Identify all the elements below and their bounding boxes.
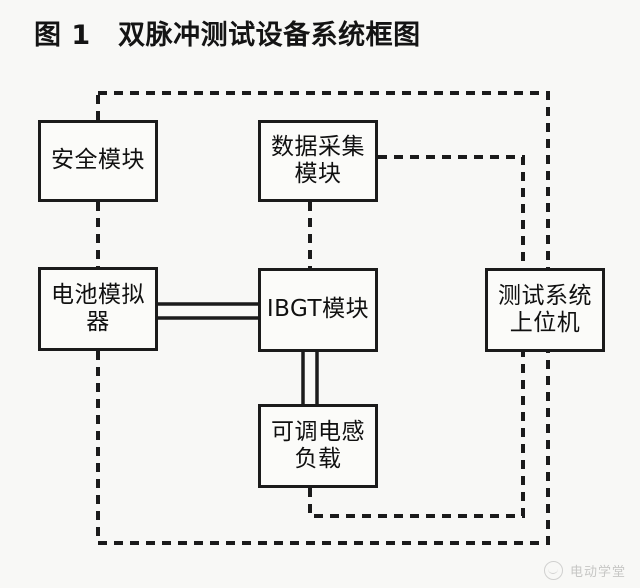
block-igbt-module[interactable]: IBGT模块 xyxy=(258,268,378,352)
wire-daq-to-host xyxy=(378,155,525,268)
block-safety-module-label: 安全模块 xyxy=(51,147,145,174)
block-data-acquisition-module[interactable]: 数据采集 模块 xyxy=(258,120,378,202)
block-safety-module[interactable]: 安全模块 xyxy=(38,120,158,202)
figure-title: 图 1 双脉冲测试设备系统框图 xyxy=(34,20,421,51)
block-host-computer-label: 测试系统 上位机 xyxy=(498,282,592,336)
watermark: 电动学堂 xyxy=(543,561,626,580)
block-data-acquisition-module-label: 数据采集 模块 xyxy=(271,133,365,187)
block-inductive-load[interactable]: 可调电感 负载 xyxy=(258,404,378,488)
block-battery-simulator-label: 电池模拟 器 xyxy=(51,281,145,335)
wire-inductor-to-host xyxy=(308,352,525,518)
block-igbt-module-label: IBGT模块 xyxy=(266,296,370,323)
circle-logo-icon xyxy=(543,561,563,580)
wire-top-bus xyxy=(98,91,550,268)
wire-battery-to-bottom-bus xyxy=(96,351,550,545)
block-host-computer[interactable]: 测试系统 上位机 xyxy=(485,268,605,352)
block-inductive-load-label: 可调电感 负载 xyxy=(271,418,365,472)
watermark-text: 电动学堂 xyxy=(569,565,626,580)
block-battery-simulator[interactable]: 电池模拟 器 xyxy=(38,267,158,351)
